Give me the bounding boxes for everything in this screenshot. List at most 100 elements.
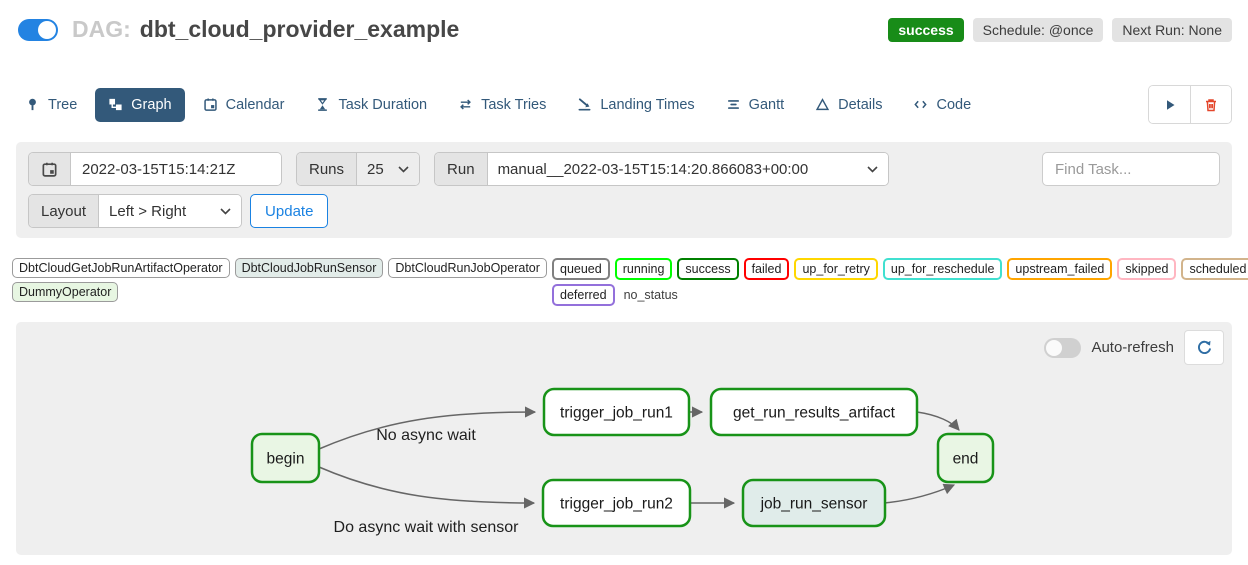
status-badge-legend: success [677, 258, 739, 280]
view-tabbar: Tree Graph Calendar Task Duration Task T… [12, 85, 1232, 124]
chevron-down-icon [866, 165, 878, 173]
calendar-icon [42, 162, 57, 177]
runs-value: 25 [367, 160, 384, 178]
operator-badge: DbtCloudJobRunSensor [234, 258, 384, 278]
edge-label-no-async-wait: No async wait [376, 427, 476, 444]
toggle-knob [1046, 339, 1063, 356]
dag-header: DAG: dbt_cloud_provider_example success … [0, 0, 1248, 43]
tab-code[interactable]: Code [900, 88, 984, 122]
svg-text:trigger_job_run2: trigger_job_run2 [560, 496, 673, 513]
run-label: Run [435, 153, 488, 185]
calendar-icon [203, 98, 217, 111]
dag-title: dbt_cloud_provider_example [139, 16, 460, 42]
status-badge[interactable]: success [888, 18, 964, 42]
graph-filter-bar: Runs 25 Run manual__2022-03-15T15:14:20.… [16, 142, 1232, 238]
delete-dag-button[interactable] [1190, 86, 1231, 123]
tab-task-tries[interactable]: Task Tries [445, 88, 559, 122]
operator-badge: DbtCloudGetJobRunArtifactOperator [12, 258, 230, 278]
auto-refresh-toggle[interactable] [1044, 337, 1082, 358]
edge-artifact-end [916, 411, 960, 431]
base-date-input[interactable] [71, 153, 281, 185]
task-node-job-run-sensor[interactable]: job_run_sensor [741, 478, 887, 528]
status-badge-legend: scheduled [1181, 258, 1248, 280]
status-badge-legend: up_for_reschedule [882, 258, 1003, 280]
svg-text:end: end [953, 451, 979, 468]
date-picker-button[interactable] [29, 153, 71, 185]
dag-prefix-label: DAG: [72, 16, 131, 42]
dag-action-buttons [1148, 85, 1232, 124]
update-button[interactable]: Update [250, 194, 329, 228]
filter-row-2: Layout Left > Right Update [28, 194, 1220, 228]
task-node-end[interactable]: end [936, 432, 995, 484]
trigger-dag-button[interactable] [1149, 86, 1190, 123]
find-task-input[interactable] [1042, 152, 1220, 186]
dag-pause-toggle[interactable] [18, 18, 58, 41]
edge-sensor-end [884, 483, 956, 504]
no-status-label: no_status [623, 288, 678, 302]
dag-graph-panel: Auto-refresh No async wait Do async wait… [16, 322, 1232, 555]
plane-landing-icon [578, 98, 591, 111]
status-badge-legend: up_for_retry [794, 258, 878, 280]
auto-refresh-label: Auto-refresh [1091, 339, 1174, 356]
task-node-begin[interactable]: begin [250, 432, 321, 484]
status-badge-legend: deferred [552, 284, 615, 306]
tab-label: Gantt [748, 96, 785, 113]
status-badge-legend: upstream_failed [1007, 258, 1113, 280]
header-badges: success Schedule: @once Next Run: None [888, 18, 1232, 42]
trash-icon [1206, 98, 1216, 111]
tab-label: Task Duration [338, 96, 428, 113]
task-node-trigger-job-run1[interactable]: trigger_job_run1 [542, 387, 691, 437]
tab-label: Details [838, 96, 883, 113]
runs-label: Runs [297, 153, 358, 185]
gantt-bars-icon [727, 100, 739, 109]
pin-icon [29, 98, 36, 111]
chevron-down-icon [398, 165, 409, 173]
refresh-icon [1197, 340, 1211, 354]
edge-begin-trigger-job-run2 [318, 466, 536, 509]
tab-label: Code [936, 96, 972, 113]
task-node-get-run-results-artifact[interactable]: get_run_results_artifact [709, 387, 919, 437]
tab-task-duration[interactable]: Task Duration [302, 88, 440, 122]
filter-row-1: Runs 25 Run manual__2022-03-15T15:14:20.… [28, 152, 1220, 186]
tab-landing-times[interactable]: Landing Times [564, 88, 707, 122]
runs-group: Runs 25 [296, 152, 421, 186]
svg-text:trigger_job_run1: trigger_job_run1 [560, 405, 673, 422]
tab-tree[interactable]: Tree [12, 88, 90, 122]
code-brackets-icon [914, 100, 928, 109]
tab-details[interactable]: Details [802, 88, 895, 122]
operator-badge: DbtCloudRunJobOperator [388, 258, 547, 278]
graph-icon [109, 98, 122, 111]
layout-select[interactable]: Left > Right [99, 195, 242, 227]
tab-label: Calendar [225, 96, 285, 113]
layout-label: Layout [29, 195, 100, 227]
repeat-icon [460, 99, 472, 110]
toggle-knob [38, 20, 56, 39]
tab-graph[interactable]: Graph [95, 87, 185, 122]
tab-label: Graph [131, 96, 172, 113]
schedule-badge: Schedule: @once [972, 18, 1104, 42]
tab-label: Tree [48, 96, 78, 113]
hourglass-icon [318, 98, 328, 111]
run-select[interactable]: manual__2022-03-15T15:14:20.866083+00:00 [487, 153, 888, 185]
tab-gantt[interactable]: Gantt [713, 88, 797, 122]
edge-label-do-async-wait: Do async wait with sensor [334, 519, 520, 536]
run-value: manual__2022-03-15T15:14:20.866083+00:00 [497, 160, 809, 178]
status-legend: queued running success failed up_for_ret… [552, 258, 1248, 306]
status-badge-legend: skipped [1117, 258, 1177, 280]
svg-text:job_run_sensor: job_run_sensor [760, 496, 868, 513]
layout-value: Left > Right [109, 202, 187, 220]
runs-select[interactable]: 25 [357, 153, 420, 185]
tab-calendar[interactable]: Calendar [190, 88, 298, 122]
tab-label: Landing Times [600, 96, 695, 113]
refresh-button[interactable] [1184, 330, 1224, 365]
operator-legend: DbtCloudGetJobRunArtifactOperator DbtClo… [12, 258, 552, 302]
refresh-controls: Auto-refresh [1044, 330, 1224, 365]
chevron-down-icon [220, 207, 231, 215]
next-run-badge: Next Run: None [1112, 18, 1232, 42]
task-node-trigger-job-run2[interactable]: trigger_job_run2 [541, 478, 692, 528]
play-icon [1166, 99, 1174, 110]
layout-group: Layout Left > Right [28, 194, 243, 228]
base-date-group [28, 152, 282, 186]
svg-text:get_run_results_artifact: get_run_results_artifact [733, 405, 896, 422]
status-badge-legend: queued [552, 258, 610, 280]
